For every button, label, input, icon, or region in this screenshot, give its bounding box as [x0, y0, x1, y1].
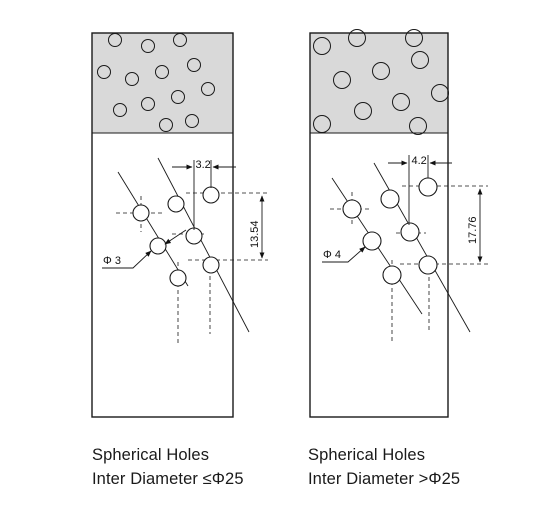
- right-diameter-leader: [322, 246, 366, 263]
- right-holes: [342, 177, 438, 285]
- right-panel: 4.2 17.76 Φ 4: [309, 29, 488, 418]
- right-caption-subtitle: Inter Diameter >Φ25: [308, 470, 461, 488]
- right-textured-surface: [310, 33, 448, 133]
- right-pitch-label: 4.2: [412, 155, 427, 167]
- right-guide-lines: [331, 162, 471, 333]
- left-guide-lines: [117, 157, 250, 333]
- left-textured-surface: [92, 33, 233, 133]
- left-panel: 3.2 13.54 Φ 3: [91, 32, 268, 418]
- right-pitch-dimension: [388, 155, 452, 225]
- left-pitch-label: 3.2: [196, 159, 211, 171]
- left-diameter-leader: [102, 250, 152, 269]
- left-caption-subtitle: Inter Diameter ≤Φ25: [92, 470, 244, 488]
- right-height-label: 17.76: [467, 216, 479, 244]
- left-pitch-dimension: [172, 160, 236, 230]
- left-height-label: 13.54: [249, 220, 261, 248]
- left-caption: Spherical Holes Inter Diameter ≤Φ25: [92, 443, 244, 491]
- left-texture-dots: [97, 33, 215, 132]
- left-center-arrow: [164, 229, 187, 245]
- right-diameter-label: Φ 4: [323, 249, 341, 261]
- left-plate-outline: [91, 32, 234, 418]
- right-caption-title: Spherical Holes: [308, 446, 426, 464]
- right-texture-dots: [313, 29, 449, 135]
- left-diameter-label: Φ 3: [103, 255, 121, 267]
- right-caption: Spherical Holes Inter Diameter >Φ25: [308, 443, 460, 491]
- right-plate-outline: [309, 32, 449, 418]
- left-caption-title: Spherical Holes: [92, 446, 210, 464]
